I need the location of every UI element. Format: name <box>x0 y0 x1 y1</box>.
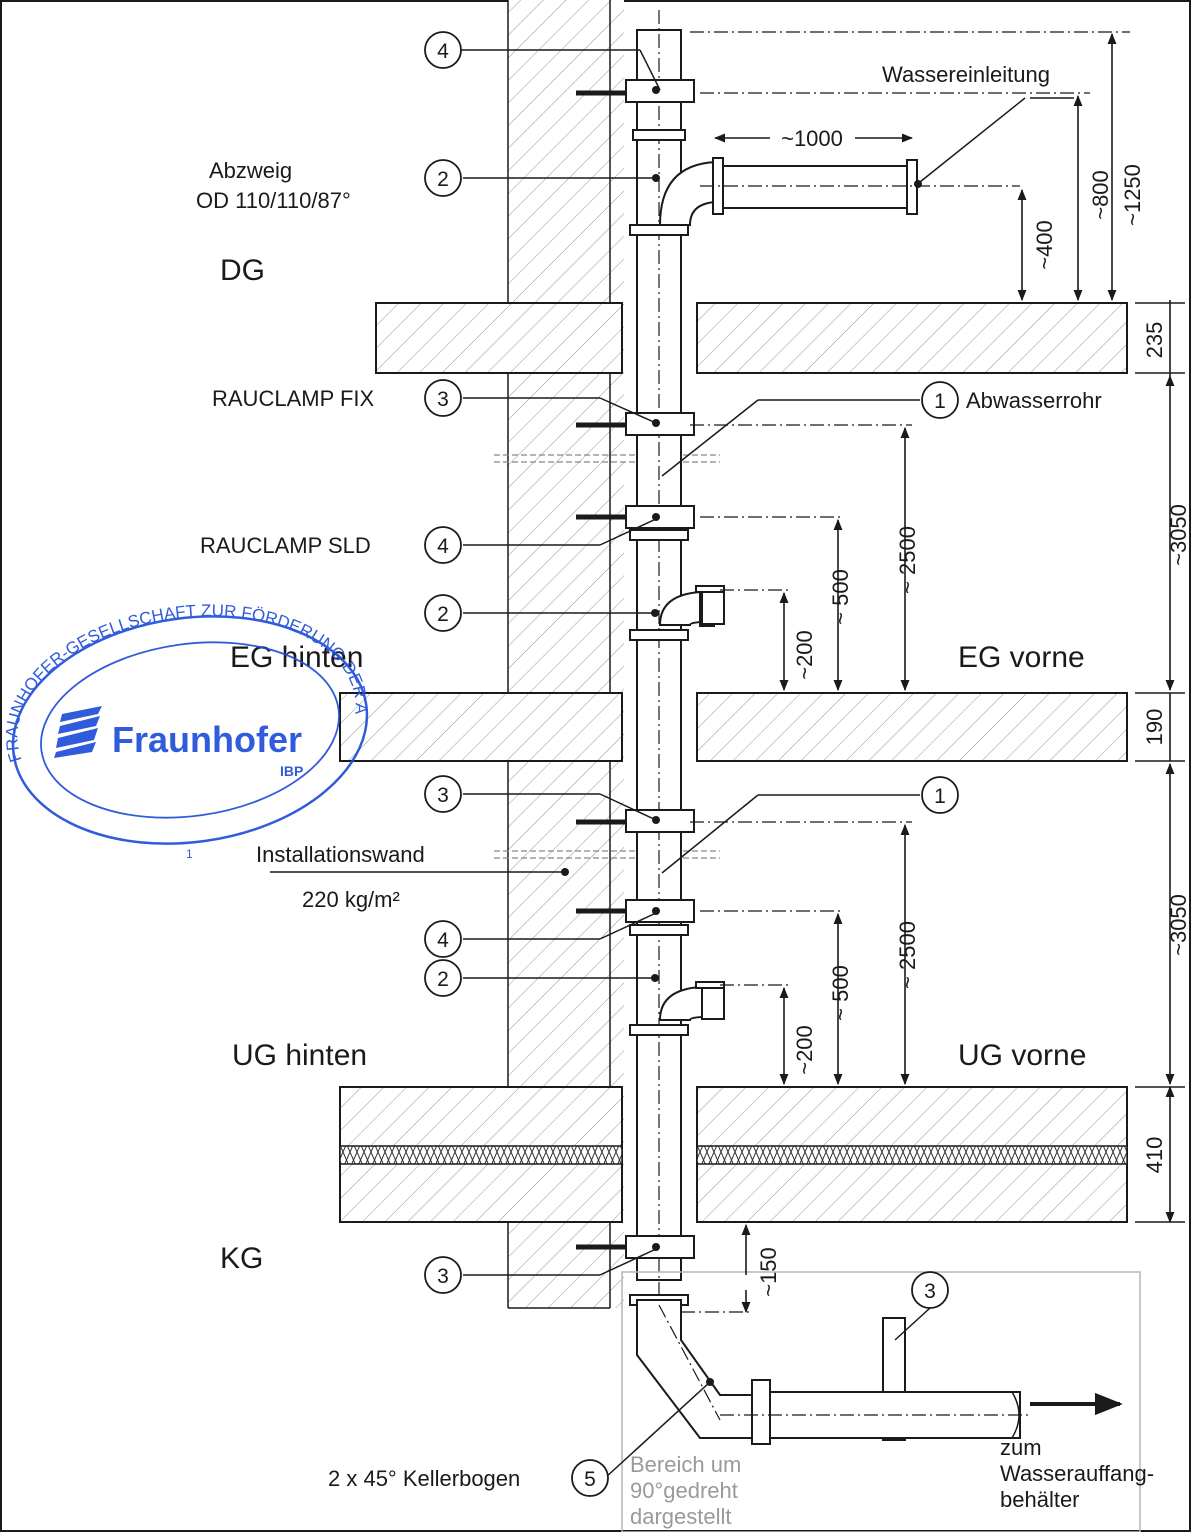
marker-4-ug-text: 4 <box>437 929 449 952</box>
marker-2-ug-text: 2 <box>437 968 449 991</box>
marker-5-bend-text: 5 <box>584 1468 596 1491</box>
break-marks <box>494 454 720 859</box>
stamp-org: Fraunhofer <box>112 719 302 760</box>
label-abwasserrohr: Abwasserrohr <box>966 388 1102 413</box>
dim-500-upper: ~ 500 <box>828 569 853 625</box>
fraunhofer-stamp: FRAUNHOFER-GESELLSCHAFT ZUR FÖRDERUNG DE… <box>0 0 371 861</box>
label-abzweig-1: Abzweig <box>209 158 292 183</box>
floor-label-ug-hinten: UG hinten <box>232 1039 367 1072</box>
label-rauclamp-sld: RAUCLAMP SLD <box>200 533 371 558</box>
marker-3-outlet <box>911 1271 949 1309</box>
label-rauclamp-fix: RAUCLAMP FIX <box>212 386 375 411</box>
marker-2-ug <box>424 959 462 997</box>
dim-3050-lower: ~3050 <box>1166 894 1191 956</box>
marker-3-fix <box>424 379 462 417</box>
dim-2500-upper: ~ 2500 <box>895 526 920 594</box>
marker-3-ug <box>424 775 462 813</box>
marker-4-top <box>424 31 462 69</box>
marker-2-eg-text: 2 <box>437 603 449 626</box>
dim-2500-lower: ~ 2500 <box>895 921 920 989</box>
fraunhofer-logo-icon <box>54 706 102 758</box>
dim-150: ~150 <box>756 1247 781 1297</box>
label-rotated-1: Bereich um <box>630 1452 741 1477</box>
marker-4-top-text: 4 <box>437 40 449 63</box>
dim-1250: ~1250 <box>1120 164 1145 226</box>
marker-3-ug-text: 3 <box>437 784 449 807</box>
leader-lines <box>270 49 1074 1479</box>
dim-200-lower: ~200 <box>792 1025 817 1075</box>
marker-1-upper-text: 1 <box>934 390 946 413</box>
dim-1000: ~1000 <box>781 126 843 151</box>
dim-200-upper: ~200 <box>792 630 817 680</box>
marker-4-ug <box>424 920 462 958</box>
stamp-number: 1 <box>186 847 193 861</box>
marker-2-eg <box>424 594 462 632</box>
item-markers: 4 2 3 1 4 2 3 1 4 2 3 3 5 <box>424 31 959 1497</box>
branch-dg <box>658 157 1020 226</box>
marker-4-sld <box>424 526 462 564</box>
clamp-fix-ug <box>576 809 695 833</box>
label-outlet-1: zum <box>1000 1435 1042 1460</box>
floor-label-dg: DG <box>220 254 265 287</box>
dim-500-lower: ~ 500 <box>828 965 853 1021</box>
slab-dg <box>375 302 1128 374</box>
marker-2-dg-text: 2 <box>437 168 449 191</box>
dim-3050-upper: ~3050 <box>1166 504 1191 566</box>
label-wall-mass: 220 kg/m² <box>302 887 400 912</box>
label-outlet-2: Wasserauffang- <box>1000 1461 1154 1486</box>
dim-410: 410 <box>1142 1137 1167 1174</box>
clamp-fix-eg <box>576 412 695 436</box>
marker-2-dg <box>424 159 462 197</box>
marker-4-sld-text: 4 <box>437 535 449 558</box>
slab-ug <box>339 1086 1128 1223</box>
floor-label-kg: KG <box>220 1242 263 1275</box>
marker-1-upper <box>921 381 959 419</box>
floor-label-eg-vorne: EG vorne <box>958 641 1085 674</box>
dim-400: ~400 <box>1032 220 1057 270</box>
floor-label-ug-vorne: UG vorne <box>958 1039 1086 1072</box>
rotated-area-box <box>621 1271 1141 1532</box>
slab-eg <box>339 692 1128 762</box>
label-rotated-3: dargestellt <box>630 1504 732 1529</box>
basement-bend <box>636 1299 1123 1445</box>
marker-1-lower <box>921 776 959 814</box>
label-abzweig-2: OD 110/110/87° <box>196 188 351 213</box>
marker-3-kg-text: 3 <box>437 1265 449 1288</box>
stamp-unit: IBP <box>280 763 303 779</box>
dim-190: 190 <box>1142 709 1167 746</box>
label-outlet-3: behälter <box>1000 1487 1080 1512</box>
label-rotated-2: 90°gedreht <box>630 1478 738 1503</box>
marker-3-fix-text: 3 <box>437 388 449 411</box>
branch-eg <box>658 585 790 627</box>
marker-1-lower-text: 1 <box>934 785 946 808</box>
dim-800: ~800 <box>1088 170 1113 220</box>
label-wassereinleitung: Wassereinleitung <box>882 62 1050 87</box>
branch-ug <box>658 981 790 1021</box>
label-kellerbogen: 2 x 45° Kellerbogen <box>328 1466 520 1491</box>
label-installationswand: Installationswand <box>256 842 425 867</box>
wastewater-pipe <box>629 10 689 1340</box>
marker-3-kg <box>424 1256 462 1294</box>
clamp-dg-top <box>576 79 695 103</box>
dim-235: 235 <box>1142 322 1167 359</box>
marker-5-bend <box>571 1459 609 1497</box>
marker-3-outlet-text: 3 <box>924 1280 936 1303</box>
